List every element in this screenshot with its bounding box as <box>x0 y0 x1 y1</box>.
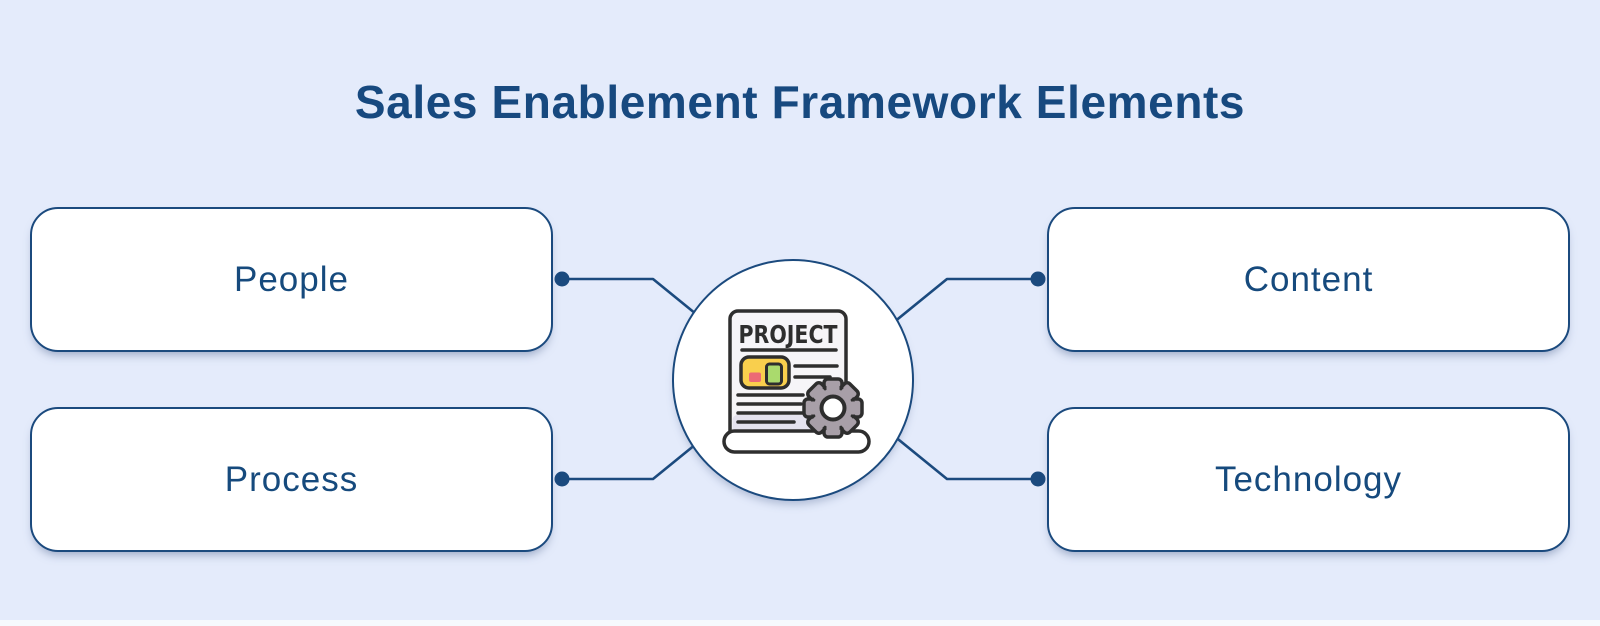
connector-content <box>886 277 1040 329</box>
connector-technology <box>886 429 1040 481</box>
green-chip <box>765 362 783 386</box>
connector-dot-people <box>554 271 570 287</box>
node-content: Content <box>1047 207 1570 352</box>
connector-dot-process <box>554 471 570 487</box>
node-process: Process <box>30 407 553 552</box>
text-lines <box>736 364 839 424</box>
center-hub-circle: PROJECT <box>672 259 914 501</box>
node-process-label: Process <box>224 459 359 499</box>
node-people-label: People <box>234 259 349 299</box>
connector-dot-content <box>1030 271 1046 287</box>
red-chip <box>749 372 761 382</box>
page-title: Sales Enablement Framework Elements <box>354 76 1246 128</box>
node-technology: Technology <box>1047 407 1570 552</box>
gear-icon <box>802 377 864 439</box>
bottom-edge-strip <box>0 620 1600 626</box>
node-content-label: Content <box>1243 259 1374 299</box>
connector-dot-technology <box>1030 471 1046 487</box>
project-icon-label: PROJECT <box>739 320 838 349</box>
project-document-gear-icon: PROJECT <box>722 309 871 454</box>
node-people: People <box>30 207 553 352</box>
node-technology-label: Technology <box>1214 459 1403 499</box>
gear-hole <box>819 394 847 422</box>
